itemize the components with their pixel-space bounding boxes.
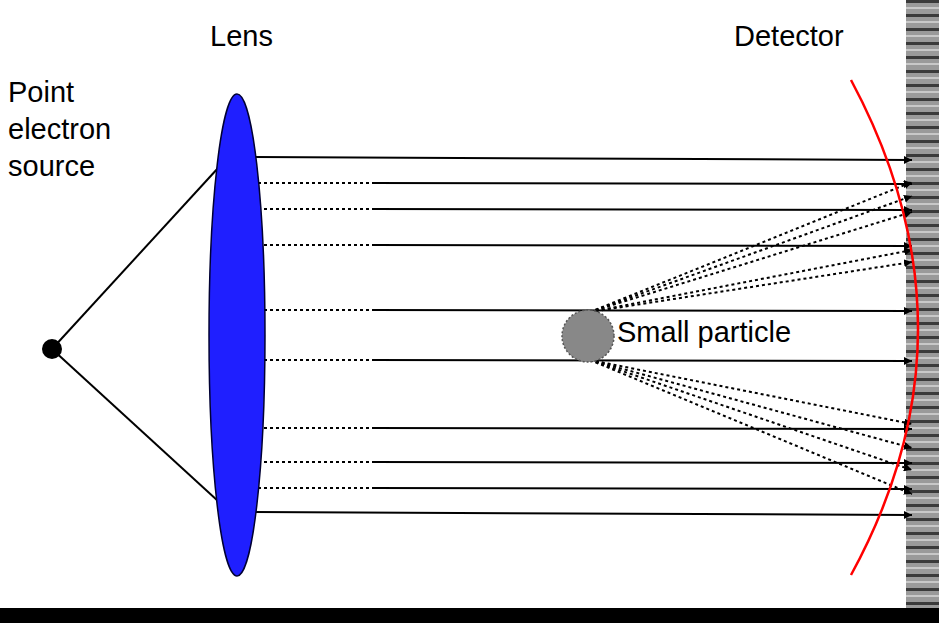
scattered-ray (590, 360, 912, 448)
dotted-ray (258, 244, 372, 246)
point-source (42, 339, 62, 359)
scattered-ray (590, 182, 912, 312)
scattered-ray (590, 196, 912, 312)
ray (252, 157, 912, 160)
scattered-ray (590, 212, 912, 312)
scattered-ray (590, 360, 912, 470)
dotted-ray (258, 461, 372, 463)
ray (372, 428, 912, 429)
lens-label: Lens (210, 18, 273, 55)
source-ray (52, 155, 230, 349)
scattered-ray (590, 250, 912, 312)
ray (252, 512, 912, 515)
detector-arc (851, 80, 918, 575)
dotted-ray (258, 487, 372, 489)
particle-label: Small particle (617, 314, 791, 351)
detector-label: Detector (734, 18, 844, 55)
ray (372, 209, 912, 210)
lens (209, 94, 265, 576)
scattered-ray (590, 360, 912, 494)
background (0, 0, 906, 608)
small-particle (562, 310, 614, 362)
detector-image-strip (906, 0, 939, 608)
dotted-ray (258, 427, 372, 429)
source-ray (52, 349, 230, 512)
dotted-ray (258, 182, 372, 184)
dotted-ray (258, 359, 372, 361)
ray (372, 310, 912, 311)
ray (372, 462, 912, 463)
dotted-ray (258, 208, 372, 210)
ray (372, 360, 912, 361)
ray (372, 488, 912, 489)
source-label: Point electron source (8, 74, 148, 185)
dotted-ray (258, 309, 372, 311)
scattered-ray (590, 262, 912, 312)
ray (372, 245, 912, 246)
ray (372, 183, 912, 184)
